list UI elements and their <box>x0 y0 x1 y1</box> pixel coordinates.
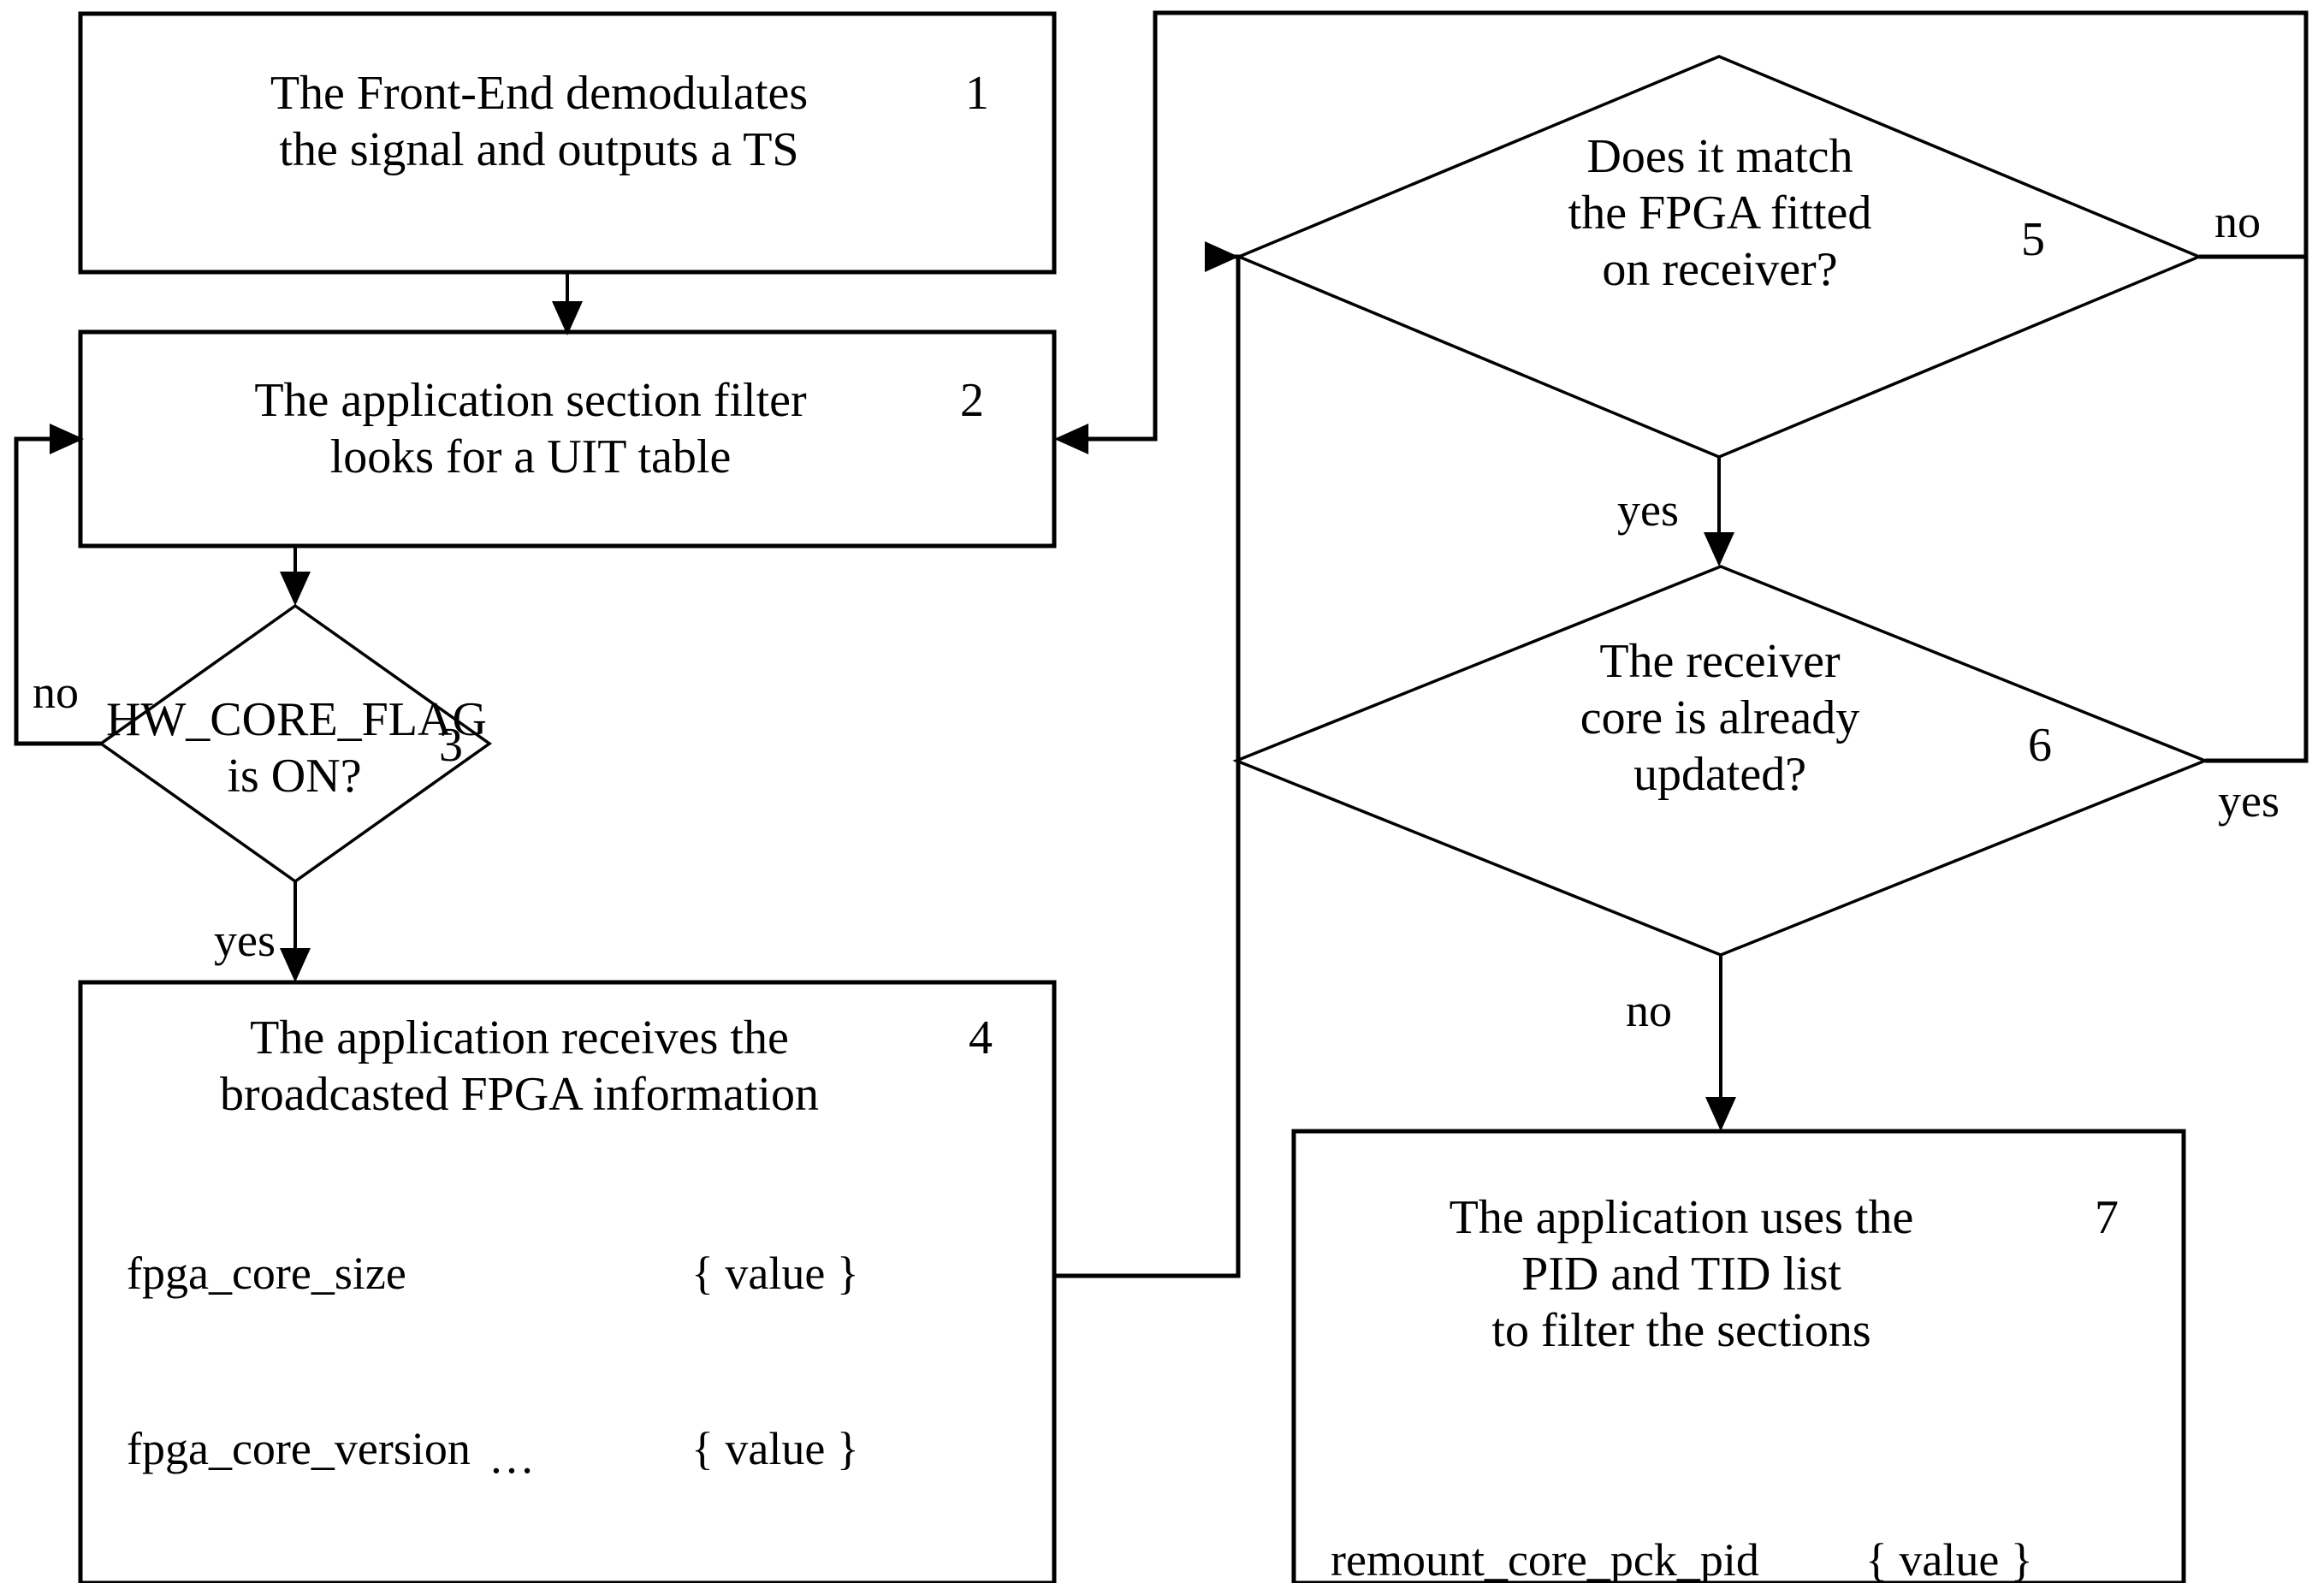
edge-1-to-2 <box>552 272 583 335</box>
node-6-shape[interactable] <box>1232 565 2209 957</box>
edge-4-to-5 <box>1054 241 1241 1278</box>
node-1-shape[interactable] <box>78 11 1057 275</box>
node-3-shape[interactable] <box>98 603 493 884</box>
edge-3-to-4-yes <box>280 881 311 982</box>
edge-5-to-6-yes <box>1704 457 1734 566</box>
node-4-shape[interactable] <box>78 980 1057 1583</box>
node-5-shape[interactable] <box>1235 55 2203 459</box>
edge-6-to-5-yes <box>2205 257 2309 763</box>
edge-2-to-3 <box>280 546 311 606</box>
node-2-shape[interactable] <box>78 329 1057 548</box>
edge-3-to-2-no <box>14 424 101 746</box>
edge-5-to-2-no <box>1054 10 2309 454</box>
node-7-shape[interactable] <box>1291 1129 2186 1583</box>
edge-6-to-7-no <box>1705 955 1736 1131</box>
